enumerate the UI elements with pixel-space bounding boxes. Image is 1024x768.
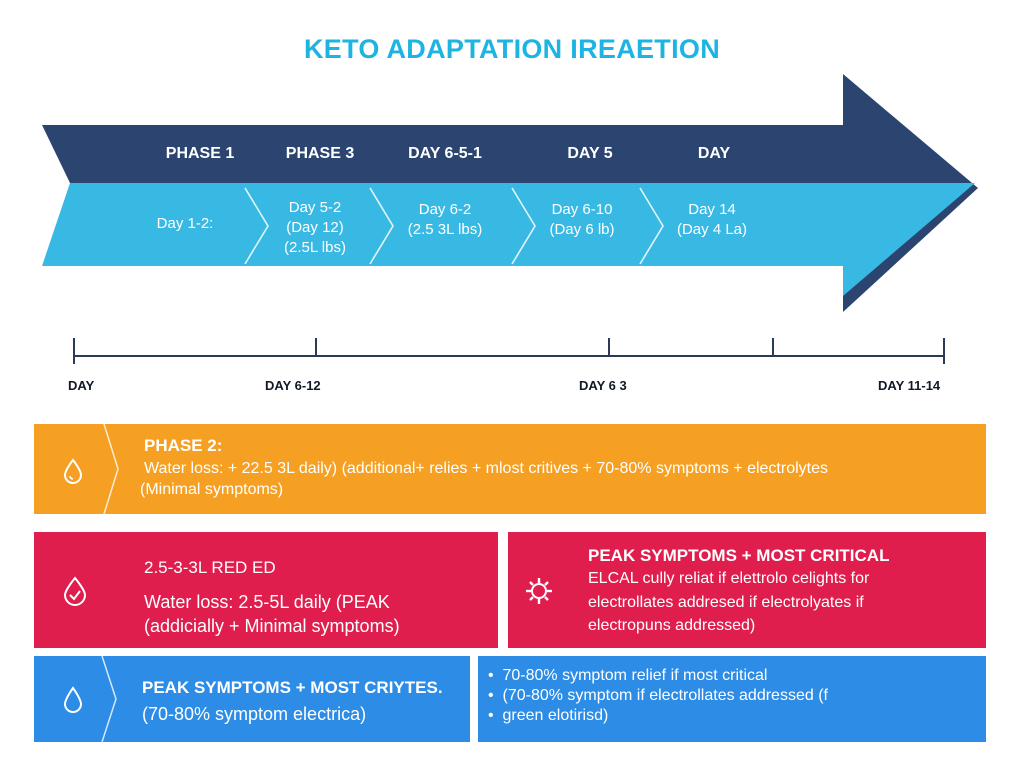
arrow-bottom-band <box>42 183 975 296</box>
list-item: • 70-80% symptom relief if most critical <box>488 667 768 684</box>
box-text: Water loss: 2.5-5L daily (PEAK <box>144 592 390 612</box>
timeline-label: DAY 6-12 <box>265 378 321 393</box>
list-item: • green elotirisd) <box>488 707 609 724</box>
arrow-top-band <box>42 125 843 183</box>
box-title: PEAK SYMPTOMS + MOST CRIYTES. <box>142 678 443 697</box>
timeline-label: DAY 6 3 <box>579 378 627 393</box>
arrow-segment-text: Day 1-2: <box>156 215 214 232</box>
bullet-text: (70-80% symptom if electrollates address… <box>502 687 828 704</box>
segment-divider <box>244 187 269 265</box>
bullet-list: • 70-80% symptom relief if most critical… <box>488 666 828 726</box>
arrow-phase-label: PHASE 3 <box>285 145 355 162</box>
phase-box-red-right: PEAK SYMPTOMS + MOST CRITICAL ELCAL cull… <box>508 532 986 648</box>
arrow-phase-label: DAY 6-5-1 <box>408 145 482 162</box>
droplet-icon <box>63 686 83 713</box>
bullet-text: 70-80% symptom relief if most critical <box>502 667 768 684</box>
segment-divider <box>639 187 664 265</box>
box-text: ELCAL cully reliat if elettrolo celights… <box>588 570 870 587</box>
arrow-phase-label: DAY <box>697 145 731 162</box>
page-title: KETO ADAPTATION IREAETION <box>303 34 720 64</box>
box-text: electropuns addressed) <box>588 617 756 634</box>
arrow-segment-text: Day 5-2 (Day 12) (2.5L lbs) <box>284 199 346 256</box>
box-text: electrollates addresed if electrolyates … <box>588 594 864 611</box>
box-text: Water loss: + 22.5 3L daily) (additional… <box>144 460 828 477</box>
timeline-label: DAY <box>68 378 95 393</box>
box-title: PHASE 2: <box>144 436 223 455</box>
box-arrow-notch <box>103 424 119 514</box>
droplet-icon <box>63 458 83 484</box>
timeline-label: DAY 11-14 <box>878 378 941 393</box>
arrow-phase-label: DAY 5 <box>567 145 613 162</box>
arrow-phase-label: PHASE 1 <box>165 145 235 162</box>
phase-box-blue-right: • 70-80% symptom relief if most critical… <box>478 656 986 742</box>
arrow-segment-text: Day 14 (Day 4 La) <box>676 201 748 238</box>
phase-box-blue-left: PEAK SYMPTOMS + MOST CRIYTES. (70-80% sy… <box>34 656 470 742</box>
segment-divider <box>511 187 536 265</box>
box-text: (addicially + Minimal symptoms) <box>144 616 400 636</box>
phase-box-orange: PHASE 2: Water loss: + 22.5 3L daily) (a… <box>34 424 986 514</box>
bullet-text: green elotirisd) <box>502 707 609 724</box>
box-arrow-notch <box>101 656 117 742</box>
timeline-arrow <box>42 74 978 312</box>
list-item: • (70-80% symptom if electrollates addre… <box>488 687 828 704</box>
box-text: (Minimal symptoms) <box>140 481 284 498</box>
box-title: PEAK SYMPTOMS + MOST CRITICAL <box>588 546 890 565</box>
droplet-check-icon <box>63 576 87 606</box>
box-title: 2.5-3-3L RED ED <box>144 558 276 577</box>
box-text: (70-80% symptom electrica) <box>142 704 367 724</box>
gear-icon <box>526 578 552 604</box>
arrow-segment-text: Day 6-10 (Day 6 lb) <box>549 201 615 238</box>
segment-divider <box>369 187 394 265</box>
arrow-segment-text: Day 6-2 (2.5 3L lbs) <box>407 201 483 238</box>
phase-box-red-left: 2.5-3-3L RED ED Water loss: 2.5-5L daily… <box>34 532 498 648</box>
timeline-axis <box>73 338 945 364</box>
